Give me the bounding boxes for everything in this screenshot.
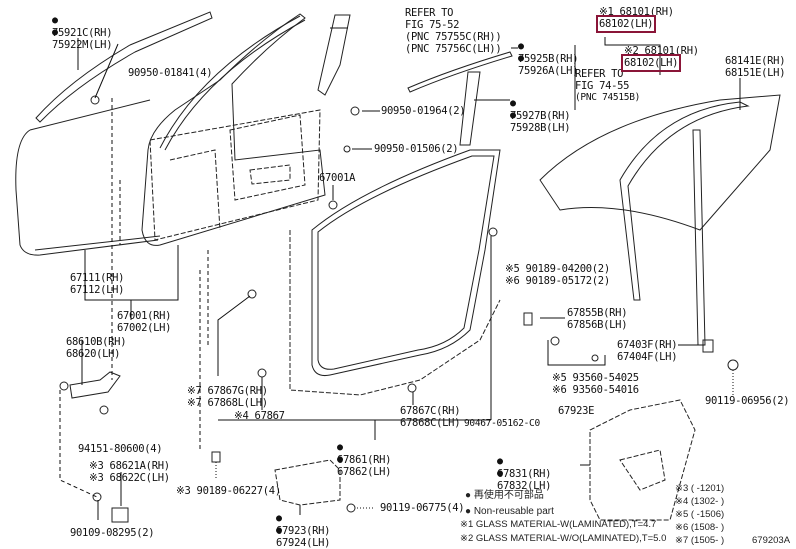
label-68141[interactable]: 68141E(RH) 68151E(LH) — [725, 55, 786, 79]
bolt-90189-06227 — [211, 451, 221, 463]
label-67867C[interactable]: 67867C(RH) 67868C(LH) — [400, 405, 461, 429]
door-check-68610 — [69, 371, 121, 399]
label-90467[interactable]: 90467-05162-C0 — [464, 418, 540, 429]
label-67923E[interactable]: 67923E — [558, 405, 595, 417]
date-notes: ※3 ( -1201) ※4 (1302- ) ※5 ( -1506) ※6 (… — [675, 483, 725, 546]
label-67111[interactable]: 67111(RH) 67112(LH) — [70, 272, 125, 296]
highlighted-part-68102-a[interactable]: 68102(LH) — [595, 15, 657, 33]
label-68101-glass-a[interactable]: ※1 68101(RH) — [599, 6, 674, 18]
label-68621[interactable]: ※3 68621A(RH) ※3 68622C(LH) — [89, 460, 170, 484]
legend: ● 再使用不可部品 ● Non-reusable part — [465, 490, 554, 517]
nonreusable-bullet-icon: ● — [465, 490, 474, 501]
weatherstrip-67861 — [311, 149, 501, 376]
label-90189-04200[interactable]: ※5 90189-04200(2) ※6 90189-05172(2) — [505, 263, 610, 287]
clip-67867C — [407, 383, 417, 393]
clip-93560-b — [591, 354, 599, 362]
label-67867[interactable]: ※4 67867 — [234, 410, 285, 422]
clip-67867 — [257, 368, 267, 378]
label-68102-glass-b[interactable]: 68102(LH) — [620, 54, 682, 72]
label-67001[interactable]: 67001(RH) 67002(LH) — [117, 310, 172, 334]
bolt-90119-06956 — [727, 359, 739, 371]
label-90109-08295[interactable]: 90109-08295(2) — [70, 527, 155, 539]
label-68102-glass-a[interactable]: 68102(LH) — [595, 15, 657, 33]
belt-moulding-75921 — [35, 11, 213, 123]
label-67832[interactable]: 67832(LH) — [497, 467, 552, 492]
ref-fig-75-52: REFER TO FIG 75-52 (PNC 75755C(RH)) (PNC… — [405, 7, 502, 55]
label-90119-06775[interactable]: 90119-06775(4) — [380, 502, 465, 514]
label-68610[interactable]: 68610B(RH) 68620(LH) — [66, 336, 127, 360]
label-90950-01964[interactable]: 90950-01964(2) — [381, 105, 466, 117]
label-75928[interactable]: 75928B(LH) — [510, 109, 571, 134]
clip-90950-01964 — [350, 106, 360, 116]
door-hinge-68621 — [111, 507, 129, 523]
label-67924[interactable]: 67924(LH) — [276, 524, 331, 549]
figure-id: 679203A — [752, 535, 791, 546]
clip-90950-01841 — [90, 95, 100, 105]
run-strip-75927 — [459, 71, 481, 146]
label-90189-06227[interactable]: ※3 90189-06227(4) — [176, 485, 281, 497]
label-94151[interactable]: 94151-80600(4) — [78, 443, 163, 455]
label-67403[interactable]: 67403F(RH) 67404F(LH) — [617, 339, 678, 363]
clip-93560 — [550, 336, 560, 346]
clip-67867G — [247, 289, 257, 299]
bolt-90119-06775 — [346, 503, 356, 513]
outer-moulding-75925 — [407, 51, 513, 93]
hinge-67403 — [702, 339, 714, 353]
clip-67001A — [328, 200, 338, 210]
label-90950-01506[interactable]: 90950-01506(2) — [374, 143, 459, 155]
label-67855[interactable]: 67855B(RH) 67856B(LH) — [567, 307, 628, 331]
clip-90950-01506 — [343, 145, 351, 153]
highlighted-part-68102-b[interactable]: 68102(LH) — [620, 54, 682, 72]
scuff-plate-67923 — [274, 459, 341, 506]
door-outer-panel — [15, 129, 159, 256]
label-75926[interactable]: 75926A(LH) — [518, 52, 579, 77]
clip-67855 — [523, 312, 533, 326]
door-inner-frame — [141, 13, 326, 246]
cowl-trim-67831 — [589, 399, 696, 521]
glass-run-68141 — [619, 101, 750, 301]
label-93560[interactable]: ※5 93560-54025 ※6 93560-54016 — [552, 372, 639, 396]
screw-94151 — [99, 405, 109, 415]
ref-fig-74-55: REFER TO FIG 74-55 (PNC 74515B) — [575, 68, 641, 103]
label-67001A[interactable]: 67001A — [319, 172, 356, 184]
label-67862[interactable]: 67862(LH) — [337, 453, 392, 478]
clip-90189-04200 — [488, 227, 498, 237]
label-75922[interactable]: 75922M(LH) — [52, 26, 113, 51]
corner-piece-75755 — [317, 14, 351, 96]
label-90119-06956[interactable]: 90119-06956(2) — [705, 395, 790, 407]
label-67867G[interactable]: ※7 67867G(RH) ※7 67868L(LH) — [187, 385, 268, 409]
bolt-90109 — [92, 492, 102, 502]
glass-notes: ※1 GLASS MATERIAL-W(LAMINATED),T=4.7 ※2 … — [460, 519, 667, 544]
label-68101-glass-b[interactable]: ※2 68101(RH) — [624, 45, 699, 57]
door-glass-68101 — [539, 94, 781, 231]
label-90950-01841[interactable]: 90950-01841(4) — [128, 67, 213, 79]
nonreusable-bullet-icon: ● — [465, 506, 474, 517]
